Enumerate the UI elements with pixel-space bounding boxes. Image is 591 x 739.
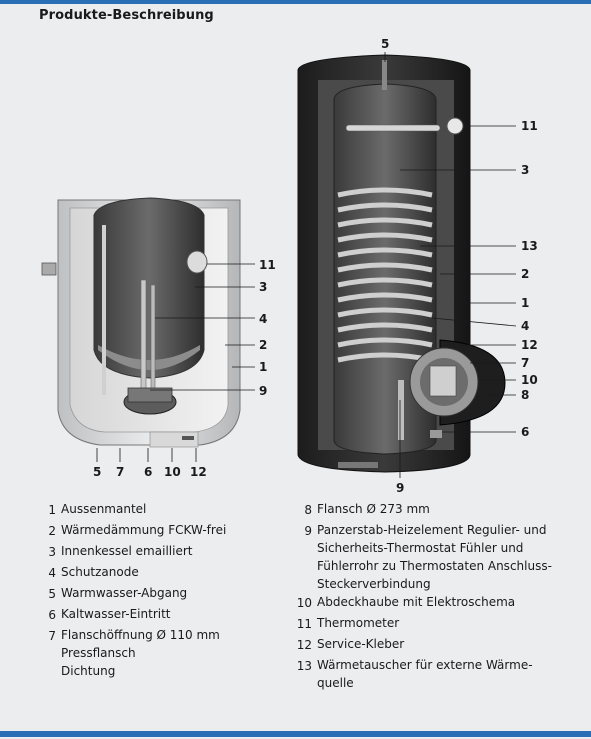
legend-item: 10 Abdeckhaube mit Elektroschema — [296, 593, 586, 614]
legend-item: 12 Service-Kleber — [296, 635, 586, 656]
legend-text: Service-Kleber — [317, 637, 405, 651]
callout-large-4: 4 — [521, 319, 529, 333]
legend-text: Sicherheits-Thermostat Fühler und — [317, 541, 524, 555]
legend-text: Thermometer — [317, 616, 400, 630]
legend-number: 11 — [296, 617, 312, 631]
legend-item: 7 Flanschöffnung Ø 110 mm Pressflansch D… — [40, 626, 280, 680]
legend-text: Pressflansch — [61, 646, 136, 660]
large-heater-callouts: 5 11 3 13 2 1 4 12 7 10 8 6 9 — [381, 37, 538, 495]
legend-item: 6 Kaltwasser-Eintritt — [40, 605, 280, 626]
legend-text: Flansch Ø 273 mm — [317, 502, 430, 516]
callout-large-12: 12 — [521, 338, 538, 352]
callout-large-11: 11 — [521, 119, 538, 133]
legend-number: 2 — [48, 524, 56, 538]
callout-small-1: 1 — [259, 360, 267, 374]
callout-large-7: 7 — [521, 356, 529, 370]
small-heater-leaders — [96, 263, 255, 462]
legend-text: Aussenmantel — [61, 502, 147, 516]
legend-number: 8 — [304, 503, 312, 517]
legend-text: Schutzanode — [61, 565, 139, 579]
legend-right: 8 Flansch Ø 273 mm 9 Panzerstab-Heizelem… — [296, 500, 586, 692]
legend-text: quelle — [317, 676, 354, 690]
legend-number: 13 — [296, 659, 312, 673]
legend-text: Fühlerrohr zu Thermostaten Anschluss- — [317, 559, 552, 573]
legend-text: Warmwasser-Abgang — [61, 586, 188, 600]
legend-text: Flanschöffnung Ø 110 mm — [61, 628, 220, 642]
callout-large-3: 3 — [521, 163, 529, 177]
bottom-rule — [0, 731, 591, 737]
legend-number: 9 — [304, 524, 312, 538]
legend-item: 9 Panzerstab-Heizelement Regulier- und S… — [296, 521, 586, 593]
small-heater-callouts: 11 3 4 2 1 9 5 7 6 10 12 — [93, 258, 276, 479]
legend-number: 4 — [48, 566, 56, 580]
large-heater-leaders — [384, 52, 517, 478]
legend-text: Wärmedämmung FCKW-frei — [61, 523, 227, 537]
legend-item: 11 Thermometer — [296, 614, 586, 635]
legend-item: 5 Warmwasser-Abgang — [40, 584, 280, 605]
large-water-heater — [297, 54, 506, 473]
legend-number: 7 — [48, 629, 56, 643]
legend-text: Panzerstab-Heizelement Regulier- und — [317, 523, 547, 537]
callout-large-1: 1 — [521, 296, 529, 310]
legend-number: 12 — [296, 638, 312, 652]
callout-small-6: 6 — [144, 465, 152, 479]
heat-exchanger-coil — [337, 187, 433, 363]
legend-number: 3 — [48, 545, 56, 559]
callout-small-12: 12 — [190, 465, 207, 479]
callout-small-4: 4 — [259, 312, 267, 326]
callout-small-7: 7 — [116, 465, 124, 479]
page-title: Produkte-Beschreibung — [39, 8, 214, 23]
legend-item: 1 Aussenmantel — [40, 500, 280, 521]
legend-item: 4 Schutzanode — [40, 563, 280, 584]
water-heater-illustration: 11 3 4 2 1 9 5 7 6 10 12 5 11 3 13 2 1 4… — [41, 37, 538, 495]
callout-small-3: 3 — [259, 280, 267, 294]
callout-large-2: 2 — [521, 267, 529, 281]
callout-small-9: 9 — [259, 384, 267, 398]
legend-text: Steckerverbindung — [317, 577, 431, 591]
callout-large-6: 6 — [521, 425, 529, 439]
legend-number: 6 — [48, 608, 56, 622]
callout-large-13: 13 — [521, 239, 538, 253]
legend-number: 1 — [48, 503, 56, 517]
callout-large-8: 8 — [521, 388, 529, 402]
legend-text: Abdeckhaube mit Elektroschema — [317, 595, 516, 609]
callout-large-9: 9 — [396, 481, 404, 495]
legend-text: Dichtung — [61, 664, 116, 678]
legend-text: Wärmetauscher für externe Wärme- — [317, 658, 533, 672]
callout-small-10: 10 — [164, 465, 181, 479]
legend-item: 13 Wärmetauscher für externe Wärme- quel… — [296, 656, 586, 692]
legend-number: 5 — [48, 587, 56, 601]
top-rule — [0, 0, 591, 4]
legend-item: 8 Flansch Ø 273 mm — [296, 500, 586, 521]
callout-large-10: 10 — [521, 373, 538, 387]
callout-large-5: 5 — [381, 37, 389, 51]
callout-small-2: 2 — [259, 338, 267, 352]
legend-text: Innenkessel emailliert — [61, 544, 193, 558]
callout-small-5: 5 — [93, 465, 101, 479]
callout-small-11: 11 — [259, 258, 276, 272]
small-water-heater — [41, 197, 241, 448]
legend-left: 1 Aussenmantel 2 Wärmedämmung FCKW-frei … — [40, 500, 280, 680]
legend-item: 3 Innenkessel emailliert — [40, 542, 280, 563]
legend-number: 10 — [296, 596, 312, 610]
legend-text: Kaltwasser-Eintritt — [61, 607, 171, 621]
legend-item: 2 Wärmedämmung FCKW-frei — [40, 521, 280, 542]
